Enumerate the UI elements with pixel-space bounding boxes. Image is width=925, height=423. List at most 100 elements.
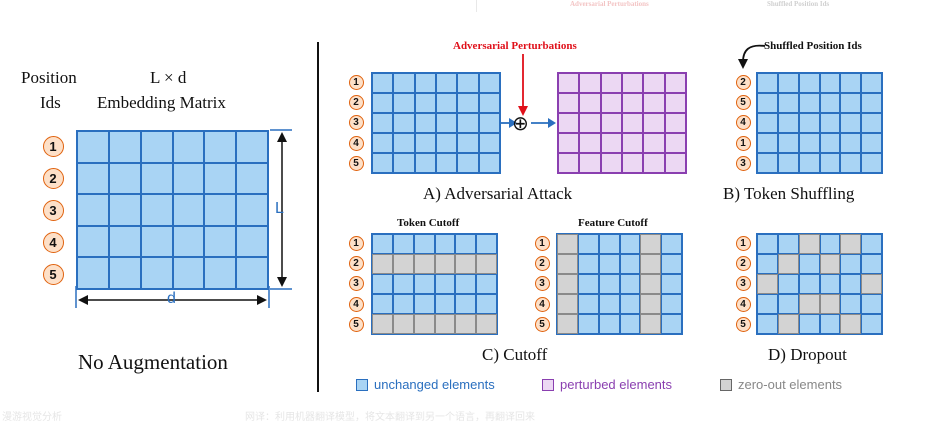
- position-ids-label-1: Position: [21, 68, 77, 87]
- matrix-cell: [757, 133, 778, 153]
- position-id-badge: 2: [348, 95, 364, 111]
- position-ids-label-2: Ids: [40, 93, 61, 112]
- position-id-badge: 5: [735, 95, 751, 111]
- matrix-cell: [757, 314, 778, 334]
- matrix-cell: [140, 194, 173, 226]
- zero-out-cell: [434, 314, 456, 334]
- matrix-cell: [840, 274, 862, 294]
- zero-out-cell: [557, 254, 578, 274]
- perturbed-cell: [558, 73, 580, 93]
- zero-out-cell: [476, 314, 497, 334]
- legend-zero: zero-out elements: [720, 377, 842, 392]
- adversarial-annotation: Adversarial Perturbations: [453, 40, 577, 52]
- matrix-cell: [436, 133, 458, 153]
- matrix-cell: [204, 225, 237, 258]
- position-id-badge: 4: [735, 115, 751, 131]
- matrix-cell: [577, 314, 599, 334]
- matrix-cell: [598, 274, 620, 294]
- matrix-cell: [204, 194, 237, 226]
- matrix-cell: [172, 225, 205, 258]
- matrix-cell: [393, 113, 415, 133]
- matrix-cell: [777, 294, 799, 314]
- matrix-cell: [413, 234, 435, 254]
- matrix-cell: [457, 113, 479, 133]
- matrix-cell: [476, 234, 497, 254]
- matrix-cell: [840, 294, 862, 314]
- matrix-cell: [840, 113, 862, 133]
- matrix-cell: [372, 234, 393, 254]
- perturbed-cell: [664, 133, 686, 153]
- ghost-divider: [476, 0, 477, 12]
- matrix-cell: [819, 153, 841, 173]
- shuffle-arrow: [738, 44, 766, 69]
- matrix-cell: [455, 234, 477, 254]
- matrix-cell: [393, 133, 415, 153]
- matrix-cell: [414, 133, 436, 153]
- matrix-cell: [77, 257, 109, 289]
- perturbed-cell: [579, 133, 601, 153]
- zero-out-cell: [413, 314, 435, 334]
- position-id-badge: 2: [534, 256, 550, 272]
- position-id-badge: 4: [348, 296, 364, 312]
- perturbed-cell: [579, 73, 601, 93]
- matrix-cell: [577, 234, 599, 254]
- matrix-cell: [414, 73, 436, 93]
- zero-out-cell: [640, 234, 662, 254]
- perturbed-cell: [622, 113, 644, 133]
- zero-out-cell: [640, 254, 662, 274]
- cutoff-caption: C) Cutoff: [482, 345, 548, 364]
- matrix-cell: [798, 314, 820, 334]
- matrix-cell: [476, 294, 497, 314]
- matrix-cell: [392, 294, 414, 314]
- position-id-badge: 4: [735, 296, 751, 312]
- matrix-cell: [577, 274, 599, 294]
- perturbed-cell: [600, 73, 622, 93]
- matrix-cell: [861, 93, 882, 113]
- matrix-cell: [798, 153, 820, 173]
- perturbed-cell: [643, 133, 665, 153]
- perturbed-cell: [558, 113, 580, 133]
- legend-perturbed: perturbed elements: [542, 377, 672, 392]
- matrix-cell: [840, 254, 862, 274]
- matrix-cell: [661, 234, 682, 254]
- perturbed-cell: [643, 113, 665, 133]
- matrix-cell: [661, 294, 682, 314]
- position-id-badge: 5: [348, 317, 364, 333]
- matrix-cell: [414, 93, 436, 113]
- matrix-cell: [236, 225, 268, 258]
- matrix-cell: [478, 153, 500, 173]
- matrix-cell: [77, 131, 109, 163]
- perturbed-cell: [558, 133, 580, 153]
- matrix-cell: [661, 254, 682, 274]
- matrix-cell: [861, 153, 882, 173]
- matrix-cell: [861, 113, 882, 133]
- matrix-cell: [434, 294, 456, 314]
- embedding-matrix: [76, 130, 269, 290]
- matrix-cell: [457, 93, 479, 113]
- matrix-size-label: L × d: [150, 68, 187, 87]
- matrix-cell: [777, 153, 799, 173]
- ghost-adv-text: Adversarial Perturbations: [570, 0, 649, 8]
- matrix-cell: [372, 133, 394, 153]
- position-id-badge: 5: [42, 263, 64, 285]
- matrix-cell: [840, 153, 862, 173]
- token-cutoff-title: Token Cutoff: [397, 217, 460, 229]
- zero-out-cell: [640, 294, 662, 314]
- zero-out-cell: [372, 314, 393, 334]
- legend-perturbed-label: perturbed elements: [560, 377, 673, 392]
- matrix-cell: [757, 294, 778, 314]
- matrix-cell: [108, 162, 141, 195]
- matrix-cell: [577, 294, 599, 314]
- matrix-cell: [140, 257, 173, 289]
- feature-cutoff-matrix: [556, 233, 683, 335]
- matrix-cell: [140, 162, 173, 195]
- matrix-cell: [372, 73, 394, 93]
- zero-out-cell: [757, 274, 778, 294]
- matrix-cell: [840, 93, 862, 113]
- matrix-cell: [372, 274, 393, 294]
- position-id-badge: 3: [42, 199, 64, 221]
- matrix-cell: [861, 73, 882, 93]
- zero-out-cell: [640, 314, 662, 334]
